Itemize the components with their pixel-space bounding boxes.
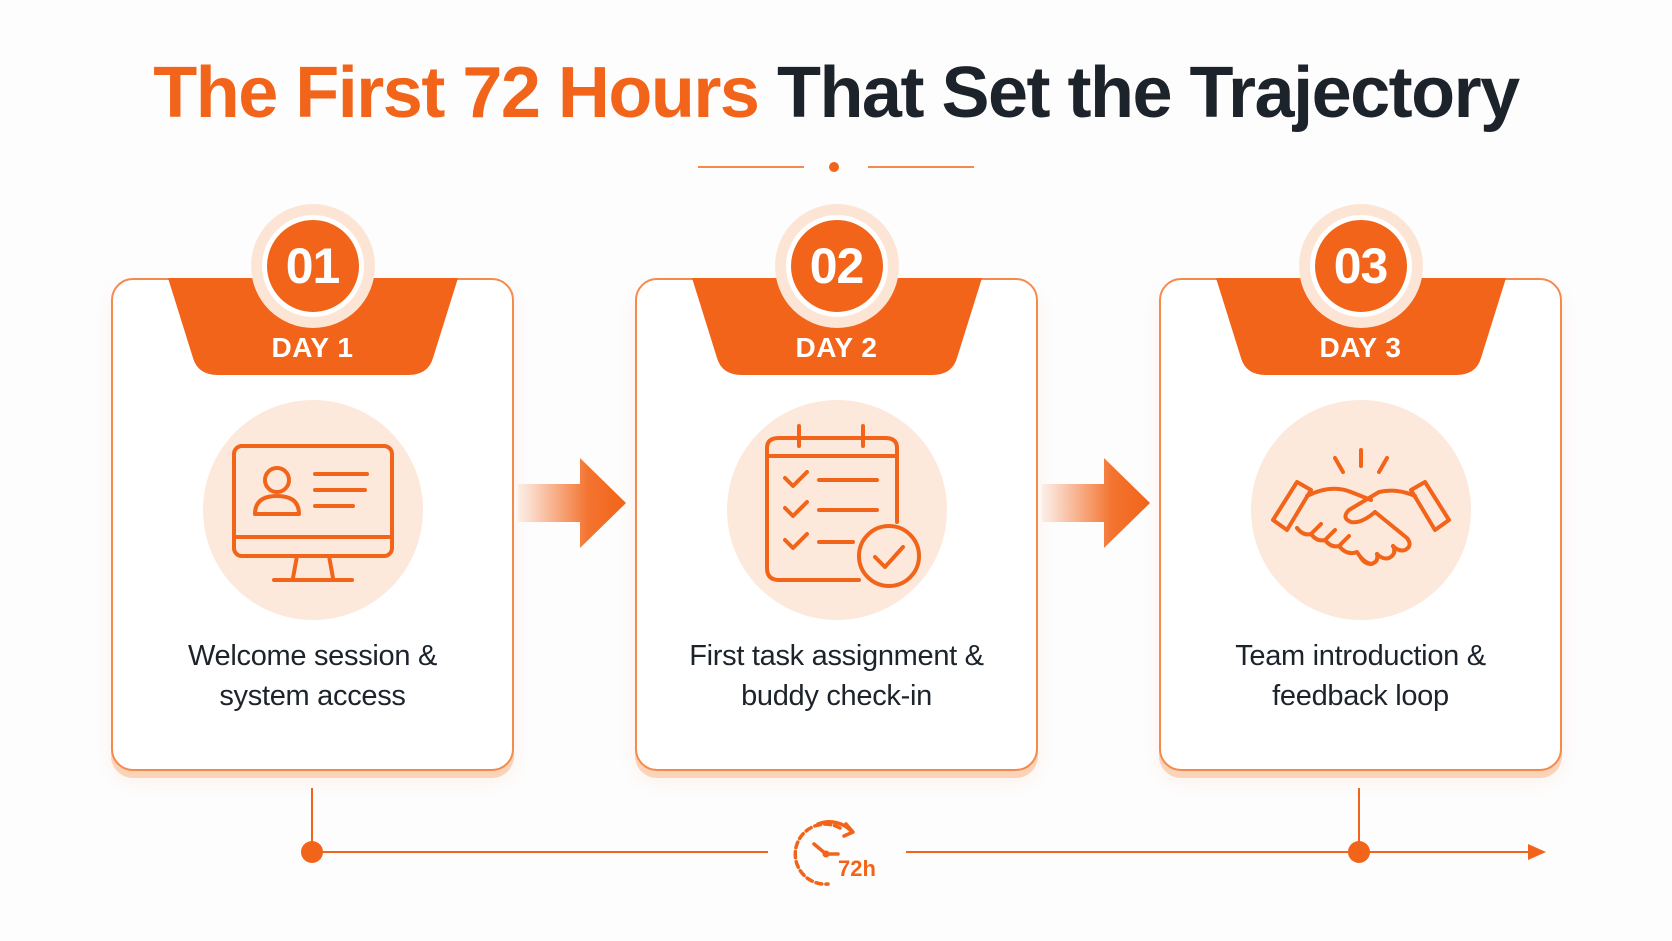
computer-profile-icon (231, 444, 394, 582)
description-line-2: system access (219, 680, 406, 712)
divider-dot (829, 162, 839, 172)
step-badge-1: 01 (250, 204, 375, 328)
description-line-1: Welcome session & (187, 640, 438, 672)
day-card-1: DAY 1 01 Welcome session & system access (111, 204, 514, 771)
step-number: 03 (1309, 215, 1412, 317)
clock-icon (793, 820, 855, 886)
title-divider (0, 160, 1672, 174)
card-description: Welcome session & system access (133, 636, 492, 716)
timeline-track (301, 788, 1546, 863)
card-description: First task assignment & buddy check-in (657, 636, 1016, 716)
step-badge-3: 03 (1298, 204, 1423, 328)
title-accent: The First 72 Hours (153, 53, 760, 133)
day-label: DAY 3 (1319, 332, 1402, 363)
divider-line-left (698, 166, 804, 168)
divider-line-right (868, 166, 974, 168)
handshake-icon (1270, 448, 1451, 566)
step-badge-2: 02 (774, 204, 899, 328)
day-card-2: DAY 2 02 First task assignment & buddy (635, 204, 1038, 771)
page-title: The First 72 Hours That Set the Trajecto… (0, 52, 1672, 134)
day-label: DAY 1 (271, 332, 354, 363)
timeline: 72h (0, 780, 1672, 900)
description-line-2: feedback loop (1272, 680, 1449, 712)
icon-circle-1 (202, 400, 423, 620)
day-card-3: DAY 3 03 Team introducti (1159, 204, 1562, 771)
description-line-1: Team introduction & (1235, 640, 1486, 672)
calendar-checklist-icon (764, 424, 921, 588)
arrow-right-icon (518, 458, 626, 548)
day-label: DAY 2 (795, 332, 878, 363)
clock-label: 72h (838, 856, 876, 881)
icon-circle-3 (1250, 400, 1471, 620)
description-line-2: buddy check-in (741, 680, 932, 712)
title-rest: That Set the Trajectory (776, 53, 1520, 133)
step-number: 01 (261, 215, 364, 317)
icon-circle-2 (726, 400, 947, 620)
card-description: Team introduction & feedback loop (1181, 636, 1540, 716)
step-number: 02 (785, 215, 888, 317)
description-line-1: First task assignment & (689, 640, 984, 672)
arrow-right-icon (1042, 458, 1150, 548)
